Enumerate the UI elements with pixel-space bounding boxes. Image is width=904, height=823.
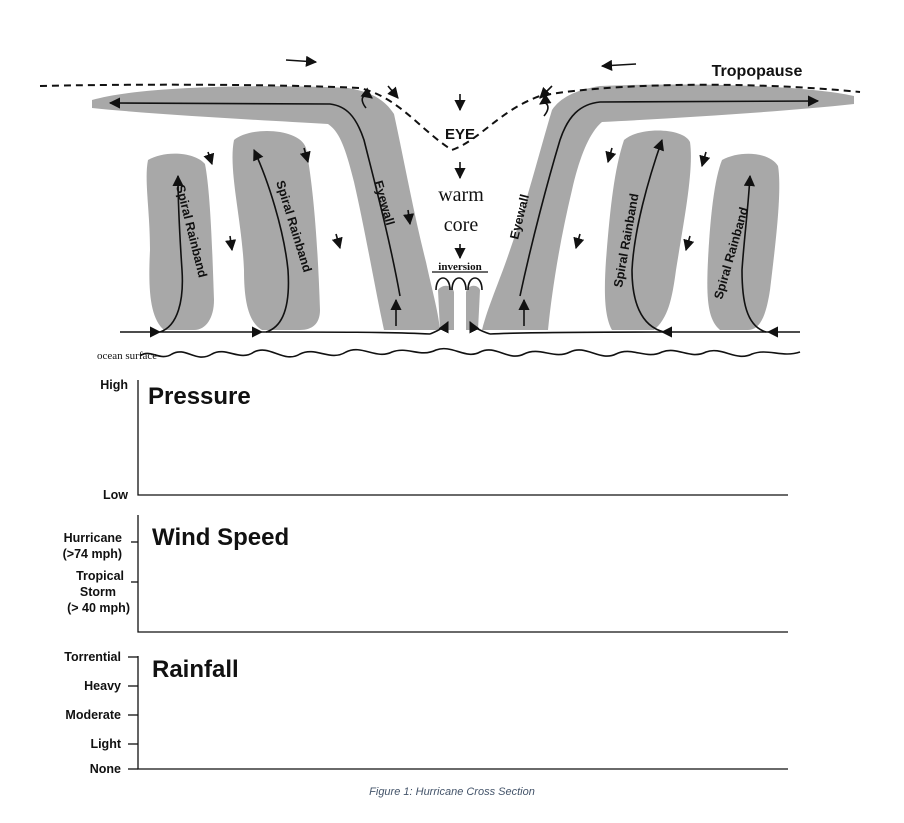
subsidence-arrow-6 — [605, 147, 617, 164]
inversion-loop-2 — [451, 277, 467, 291]
warm-label: warm — [438, 184, 484, 206]
surface-inflow-right-3 — [489, 331, 663, 335]
ocean-surface-label: ocean surface — [97, 350, 157, 362]
hurricane-diagram: Tropopause EYE warm core inversion ocean… — [39, 55, 861, 362]
left-inner-rainband-flow — [253, 148, 290, 333]
pressure-axes — [137, 380, 788, 496]
eye-small-cloud-left — [438, 285, 454, 330]
rainfall-panel-title: Rainfall — [152, 656, 239, 683]
inversion-loop-1 — [435, 277, 451, 291]
eye-label: EYE — [445, 126, 475, 143]
pressure-panel-title: Pressure — [148, 383, 251, 410]
wind-y-label-storm-threshold: (> 40 mph) — [67, 601, 130, 615]
right-outer-rainband-flow — [741, 174, 767, 333]
subsidence-arrow-7 — [573, 233, 585, 250]
right-inner-rainband-cloud — [604, 130, 691, 330]
wind-y-label-hurricane: Hurricane — [64, 531, 122, 545]
right-eyewall-flow — [519, 95, 820, 297]
subsidence-arrow-8 — [699, 151, 711, 168]
rain-y-label-heavy: Heavy — [84, 679, 121, 693]
cloud-shapes — [92, 84, 854, 330]
tropopause-line — [39, 83, 861, 152]
right-eyewall-cloud — [482, 84, 854, 330]
ocean-surface-line — [139, 347, 801, 358]
eye-small-cloud-right — [466, 285, 480, 330]
wind-y-label-hurricane-threshold: (>74 mph) — [63, 547, 122, 561]
wind-y-label-tropical: Tropical — [76, 569, 124, 583]
left-eyewall-flow — [108, 97, 401, 297]
pressure-panel: High Low Pressure — [100, 378, 788, 502]
wind-y-label-storm: Storm — [80, 585, 116, 599]
top-outflow-arrow-right — [600, 59, 637, 71]
pressure-y-label-high: High — [100, 378, 128, 392]
top-outflow-arrow-left — [285, 55, 318, 67]
rainfall-panel: Torrential Heavy Moderate Light None Rai… — [64, 650, 788, 776]
rain-y-label-light: Light — [90, 737, 121, 751]
subsidence-arrow-9 — [683, 235, 695, 252]
subsidence-arrow-3 — [299, 147, 311, 164]
right-outer-rainband-cloud — [707, 153, 780, 330]
surface-inflow-left-4 — [429, 320, 449, 335]
inversion-label: inversion — [438, 261, 481, 273]
left-eyewall-curl — [360, 87, 373, 109]
inversion-loop-3 — [467, 277, 483, 291]
core-label: core — [444, 214, 479, 236]
right-eyewall-curl — [539, 93, 552, 117]
rain-y-label-none: None — [90, 762, 121, 776]
figure-caption: Figure 1: Hurricane Cross Section — [369, 786, 535, 798]
circulation-arrows — [108, 55, 820, 338]
surface-inflow-right-4 — [469, 320, 491, 335]
surface-inflow-left-3 — [261, 331, 431, 335]
tropopause-label: Tropopause — [712, 63, 803, 80]
subsidence-arrow-2 — [225, 235, 237, 252]
pressure-y-label-low: Low — [103, 488, 128, 502]
subsidence-arrow-4 — [331, 233, 343, 250]
eye-top-arrow-right — [539, 85, 553, 99]
right-inner-rainband-flow — [631, 138, 665, 333]
wind-speed-panel-title: Wind Speed — [152, 524, 289, 551]
wind-axes — [137, 515, 788, 633]
subsidence-arrow-5 — [403, 209, 415, 226]
subsidence-arrow-1 — [203, 151, 215, 166]
left-inner-rainband-cloud — [232, 130, 320, 330]
rain-y-label-moderate: Moderate — [65, 708, 121, 722]
left-eyewall-cloud — [92, 86, 440, 330]
left-outer-rainband-flow — [159, 174, 184, 333]
eye-top-arrow-left — [387, 85, 399, 99]
wind-speed-panel: Hurricane (>74 mph) Tropical Storm (> 40… — [63, 515, 788, 633]
rain-y-label-torrential: Torrential — [64, 650, 121, 664]
